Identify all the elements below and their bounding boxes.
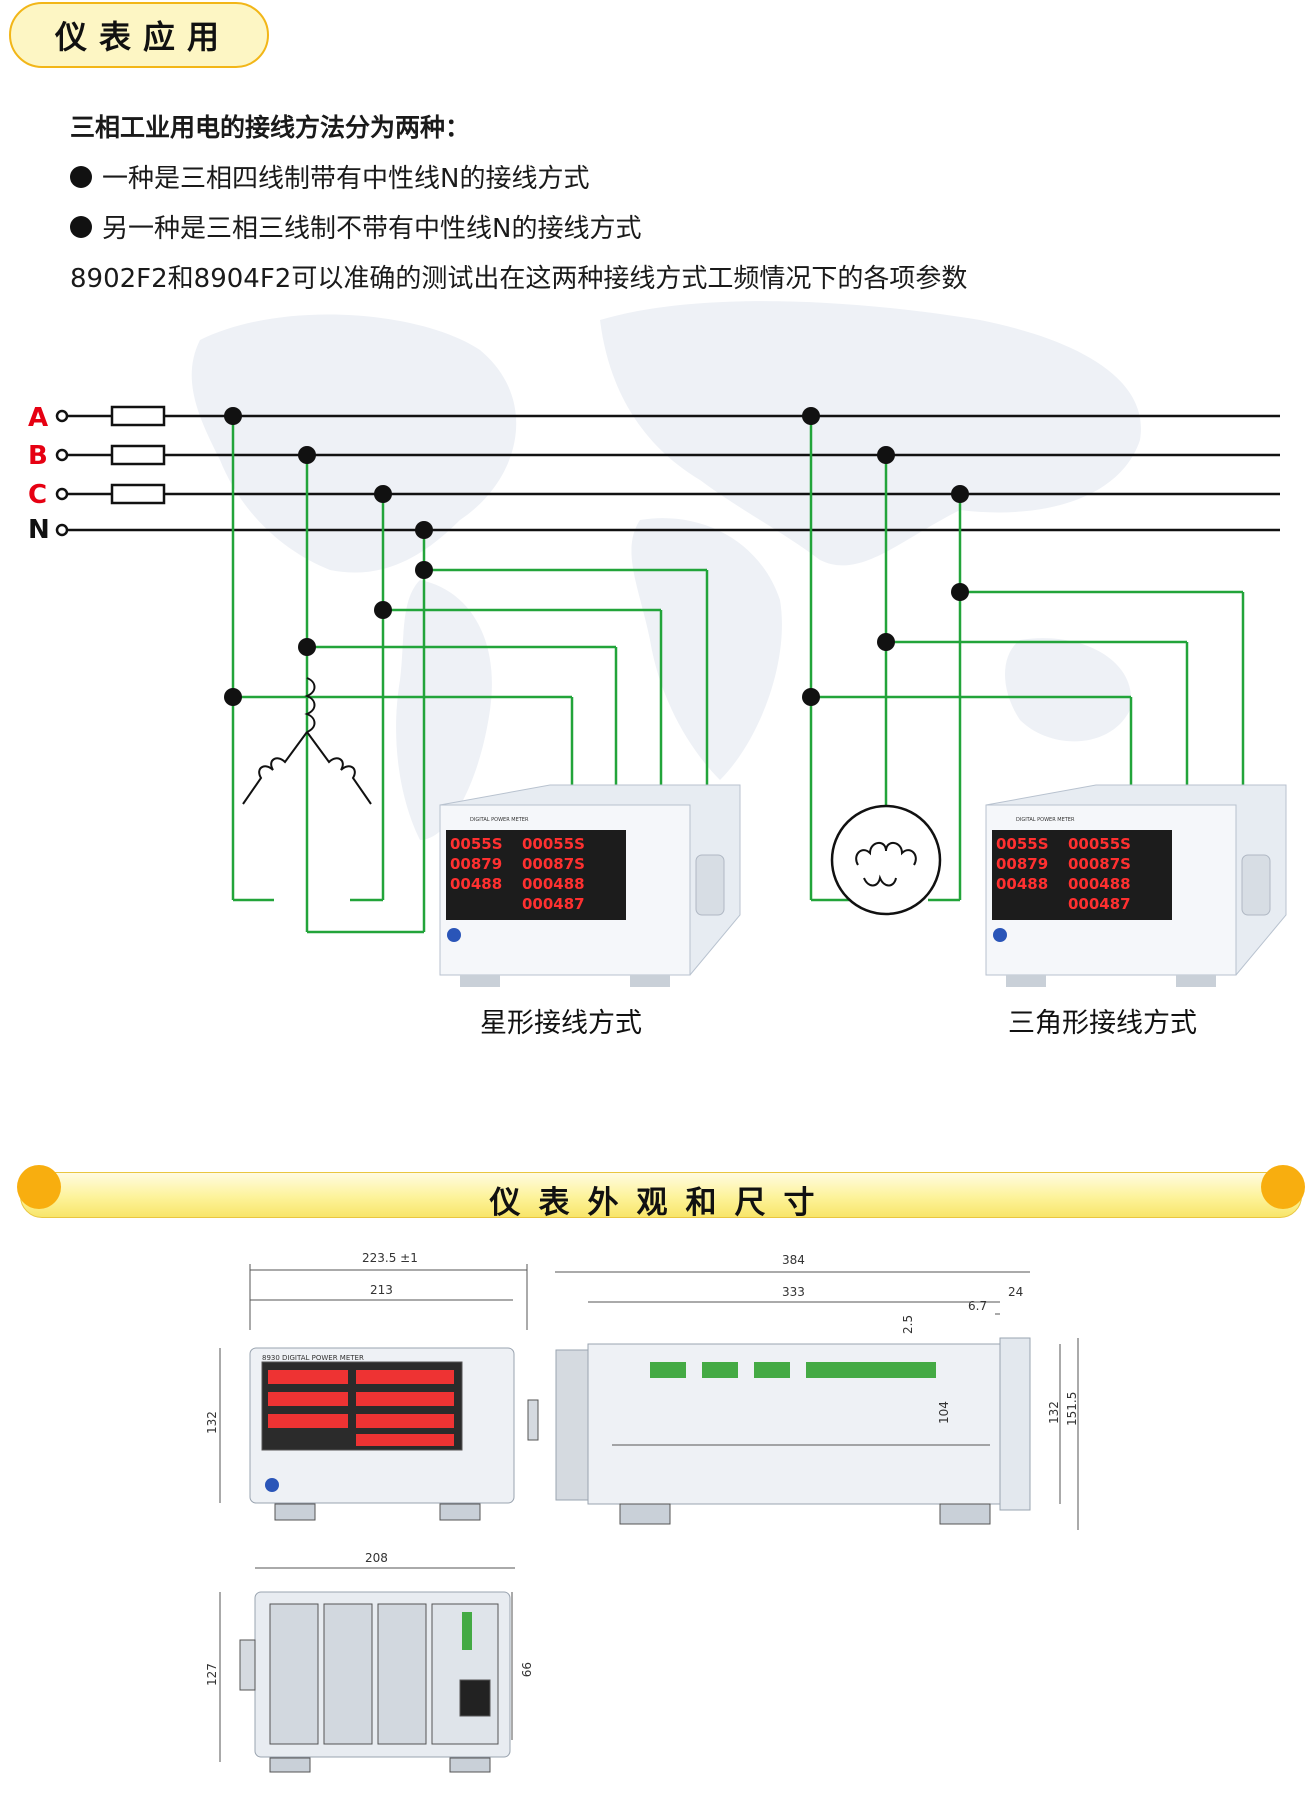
section-title: 仪表应用 [55, 18, 232, 56]
bullet-text: 一种是三相四线制带有中性线N的接线方式 [102, 164, 590, 194]
meter-reading: 00879 [996, 855, 1048, 873]
section-title-badge: 仪表应用 [9, 2, 269, 68]
bullet-icon [70, 215, 92, 238]
meter-reading: 0055S [996, 835, 1049, 853]
meter-reading: 00488 [450, 875, 502, 893]
dim-side-l1: 384 [782, 1253, 805, 1267]
dim-side-h2: 132 [1047, 1401, 1061, 1424]
phase-label-c: C [28, 480, 47, 510]
star-coil-symbol [242, 677, 372, 805]
meter-reading: 00087S [1068, 855, 1131, 873]
intro-paragraph: 8902F2和8904F2可以准确的测试出在这两种接线方式工频情况下的各项参数 [70, 264, 968, 294]
phase-label-b: B [28, 441, 48, 471]
bullet-item: 另一种是三相三线制不带有中性线N的接线方式 [70, 208, 1270, 245]
bus-lines [55, 405, 1280, 537]
delta-motor-symbol [830, 804, 942, 916]
world-map-background [191, 301, 1141, 840]
dim-back-h2: 99 [519, 1662, 533, 1677]
dim-side-d3: 2.5 [901, 1315, 915, 1334]
dimension-drawings: 223.5 ±1 213 132 8930 DIGITAL POWER METE… [205, 1251, 1079, 1773]
side-view: 384 333 24 6.7 2.5 104 132 151.5 [555, 1253, 1079, 1530]
meter-brand: DIGITAL POWER METER [470, 817, 529, 823]
dim-front-w2: 213 [370, 1283, 393, 1297]
meter-reading: 00055S [522, 835, 585, 853]
junction-dots [224, 407, 969, 706]
phase-label-a: A [28, 403, 48, 433]
dim-side-d1: 24 [1008, 1285, 1023, 1299]
front-label: 8930 DIGITAL POWER METER [262, 1354, 364, 1362]
section-title-bar: 仪表外观和尺寸 [17, 1165, 1305, 1221]
dim-front-w1: 223.5 ±1 [362, 1251, 418, 1265]
star-caption: 星形接线方式 [480, 1008, 642, 1039]
dim-side-h1: 104 [937, 1401, 951, 1424]
meter-reading: 000488 [522, 875, 585, 893]
power-meter-delta: 0055S 00879 00488 00055S 00087S 000488 0… [985, 784, 1287, 987]
meter-reading: 00055S [1068, 835, 1131, 853]
meter-reading: 0055S [450, 835, 503, 853]
bullet-text: 另一种是三相三线制不带有中性线N的接线方式 [102, 214, 642, 244]
dim-back-h1: 127 [205, 1663, 219, 1686]
front-view: 223.5 ±1 213 132 8930 DIGITAL POWER METE… [205, 1251, 539, 1521]
dim-front-h: 132 [205, 1411, 219, 1434]
delta-caption: 三角形接线方式 [1008, 1008, 1197, 1039]
dim-back-w: 208 [365, 1551, 388, 1565]
meter-reading: 00879 [450, 855, 502, 873]
wiring-diagram: A B C N [28, 301, 1287, 1039]
meter-reading: 000488 [1068, 875, 1131, 893]
intro-text: 三相工业用电的接线方法分为两种： 一种是三相四线制带有中性线N的接线方式 另一种… [70, 108, 1270, 295]
dim-side-l2: 333 [782, 1285, 805, 1299]
star-wiring [231, 416, 709, 934]
meter-reading: 000487 [1068, 895, 1131, 913]
meter-reading: 000487 [522, 895, 585, 913]
bullet-item: 一种是三相四线制带有中性线N的接线方式 [70, 158, 1270, 195]
bar-end-cap [1261, 1165, 1305, 1209]
bar-end-cap [17, 1165, 61, 1209]
intro-heading: 三相工业用电的接线方法分为两种： [70, 113, 471, 142]
dim-side-d2: 6.7 [968, 1299, 987, 1313]
power-meter-star: 0055S 00879 00488 00055S 00087S 000488 0… [439, 784, 741, 987]
dim-side-h3: 151.5 [1065, 1392, 1079, 1426]
bullet-icon [70, 165, 92, 188]
neutral-label: N [28, 515, 50, 545]
meter-reading: 00087S [522, 855, 585, 873]
meter-reading: 00488 [996, 875, 1048, 893]
section2-title: 仪表外观和尺寸 [489, 1185, 833, 1221]
back-view: 208 127 99 [205, 1551, 533, 1773]
meter-brand: DIGITAL POWER METER [1016, 817, 1075, 823]
